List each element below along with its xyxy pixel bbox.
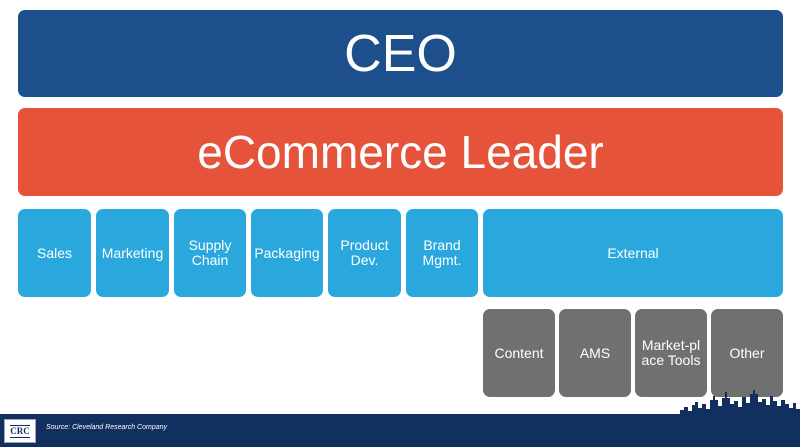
ceo-box: CEO — [18, 10, 783, 97]
external-label: Market-pl ace Tools — [641, 337, 701, 368]
external-label: Other — [729, 344, 765, 361]
city-skyline-icon — [680, 390, 800, 416]
ecommerce-leader-box: eCommerce Leader — [18, 108, 783, 196]
department-label: Product Dev. — [340, 237, 389, 268]
department-box-product-dev: Product Dev. — [328, 209, 401, 297]
department-label: Packaging — [254, 244, 320, 261]
external-box-other: Other — [711, 309, 783, 397]
department-box-external: External — [483, 209, 783, 297]
department-label: Sales — [36, 244, 73, 261]
department-label: External — [607, 244, 659, 261]
external-box-marketplace-tools: Market-pl ace Tools — [635, 309, 707, 397]
department-box-marketing: Marketing — [96, 209, 169, 297]
external-label: Content — [494, 344, 544, 361]
ecommerce-leader-label: eCommerce Leader — [197, 126, 604, 178]
department-label: Brand Mgmt. — [422, 237, 462, 268]
department-label: Marketing — [101, 244, 164, 261]
crc-logo: CRC — [4, 419, 36, 443]
source-note: Source: Cleveland Research Company — [46, 424, 168, 431]
department-label: Supply Chain — [188, 237, 232, 268]
department-box-packaging: Packaging — [251, 209, 323, 297]
department-box-sales: Sales — [18, 209, 91, 297]
external-box-content: Content — [483, 309, 555, 397]
department-box-supply-chain: Supply Chain — [174, 209, 246, 297]
footer-bar — [0, 414, 800, 447]
ceo-label: CEO — [344, 24, 457, 83]
external-box-ams: AMS — [559, 309, 631, 397]
external-label: AMS — [579, 344, 611, 361]
crc-logo-text: CRC — [10, 424, 30, 438]
department-box-brand-mgmt: Brand Mgmt. — [406, 209, 478, 297]
